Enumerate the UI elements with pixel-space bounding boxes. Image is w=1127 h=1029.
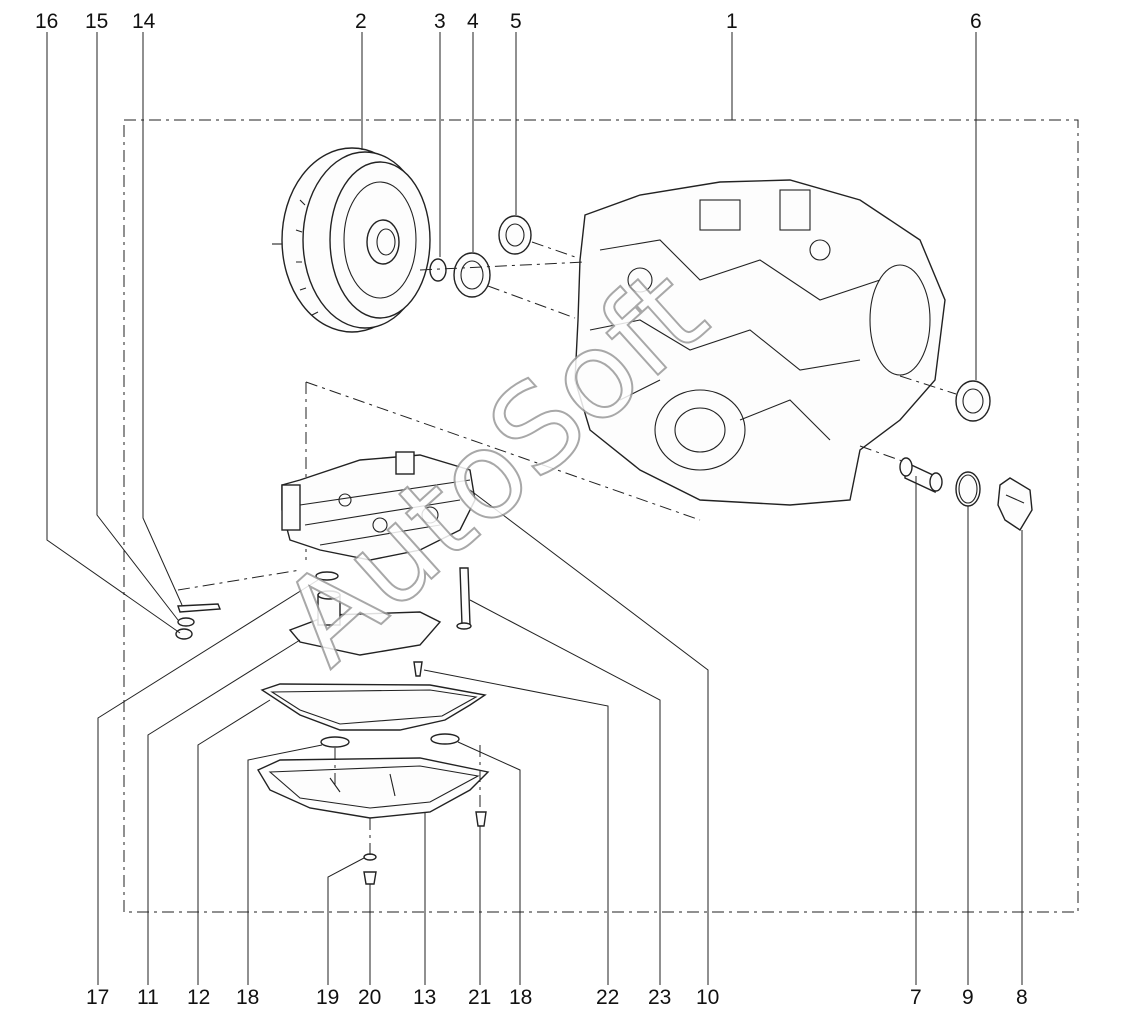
callout-label: 22 [596, 986, 619, 1009]
side-cover [997, 477, 1033, 531]
oil-pan [256, 757, 490, 819]
callout-label: 21 [468, 986, 491, 1009]
callout-label: 12 [187, 986, 210, 1009]
o-ring [429, 258, 447, 282]
callout-label: 17 [86, 986, 109, 1009]
callout-label: 23 [648, 986, 671, 1009]
leader-lines [46, 32, 1023, 985]
callout-labels-top: 16 15 14 2 3 4 5 1 6 [35, 10, 982, 33]
callout-label: 1 [726, 10, 738, 33]
callout-label: 15 [85, 10, 108, 33]
callout-label: 19 [316, 986, 339, 1009]
callout-label: 11 [137, 986, 159, 1009]
callout-label: 10 [696, 986, 719, 1009]
torque-converter [272, 147, 431, 333]
callout-label: 2 [355, 10, 367, 33]
callout-label: 8 [1016, 986, 1028, 1009]
callout-label: 18 [509, 986, 532, 1009]
pan-gasket [260, 683, 487, 731]
assembly-boundary [123, 119, 1079, 913]
callout-label: 14 [132, 10, 156, 33]
oil-filter [288, 590, 442, 656]
valve-body [281, 451, 476, 561]
callout-label: 7 [910, 986, 922, 1009]
small-seal-ring [315, 571, 339, 581]
output-seal [955, 380, 991, 422]
callout-label: 18 [236, 986, 259, 1009]
transmission-case [574, 179, 946, 506]
callout-label: 13 [413, 986, 436, 1009]
callout-label: 4 [467, 10, 479, 33]
callout-label: 9 [962, 986, 974, 1009]
retaining-ring [955, 471, 981, 507]
oil-seal-large [453, 252, 491, 298]
callout-label: 6 [970, 10, 982, 33]
pan-magnets [320, 733, 460, 748]
callout-label: 5 [510, 10, 522, 33]
callout-label: 20 [358, 986, 381, 1009]
clip-and-washers [175, 603, 222, 640]
callout-label: 3 [434, 10, 446, 33]
valve-body-bolt [456, 567, 472, 630]
pan-bolts [363, 811, 487, 885]
oil-seal-small [498, 215, 532, 255]
callout-label: 16 [35, 10, 58, 33]
sleeve [899, 457, 943, 494]
callout-labels-bottom: 17 11 12 18 19 20 13 21 18 22 23 10 7 9 … [86, 986, 1028, 1009]
filter-screw [413, 661, 423, 677]
